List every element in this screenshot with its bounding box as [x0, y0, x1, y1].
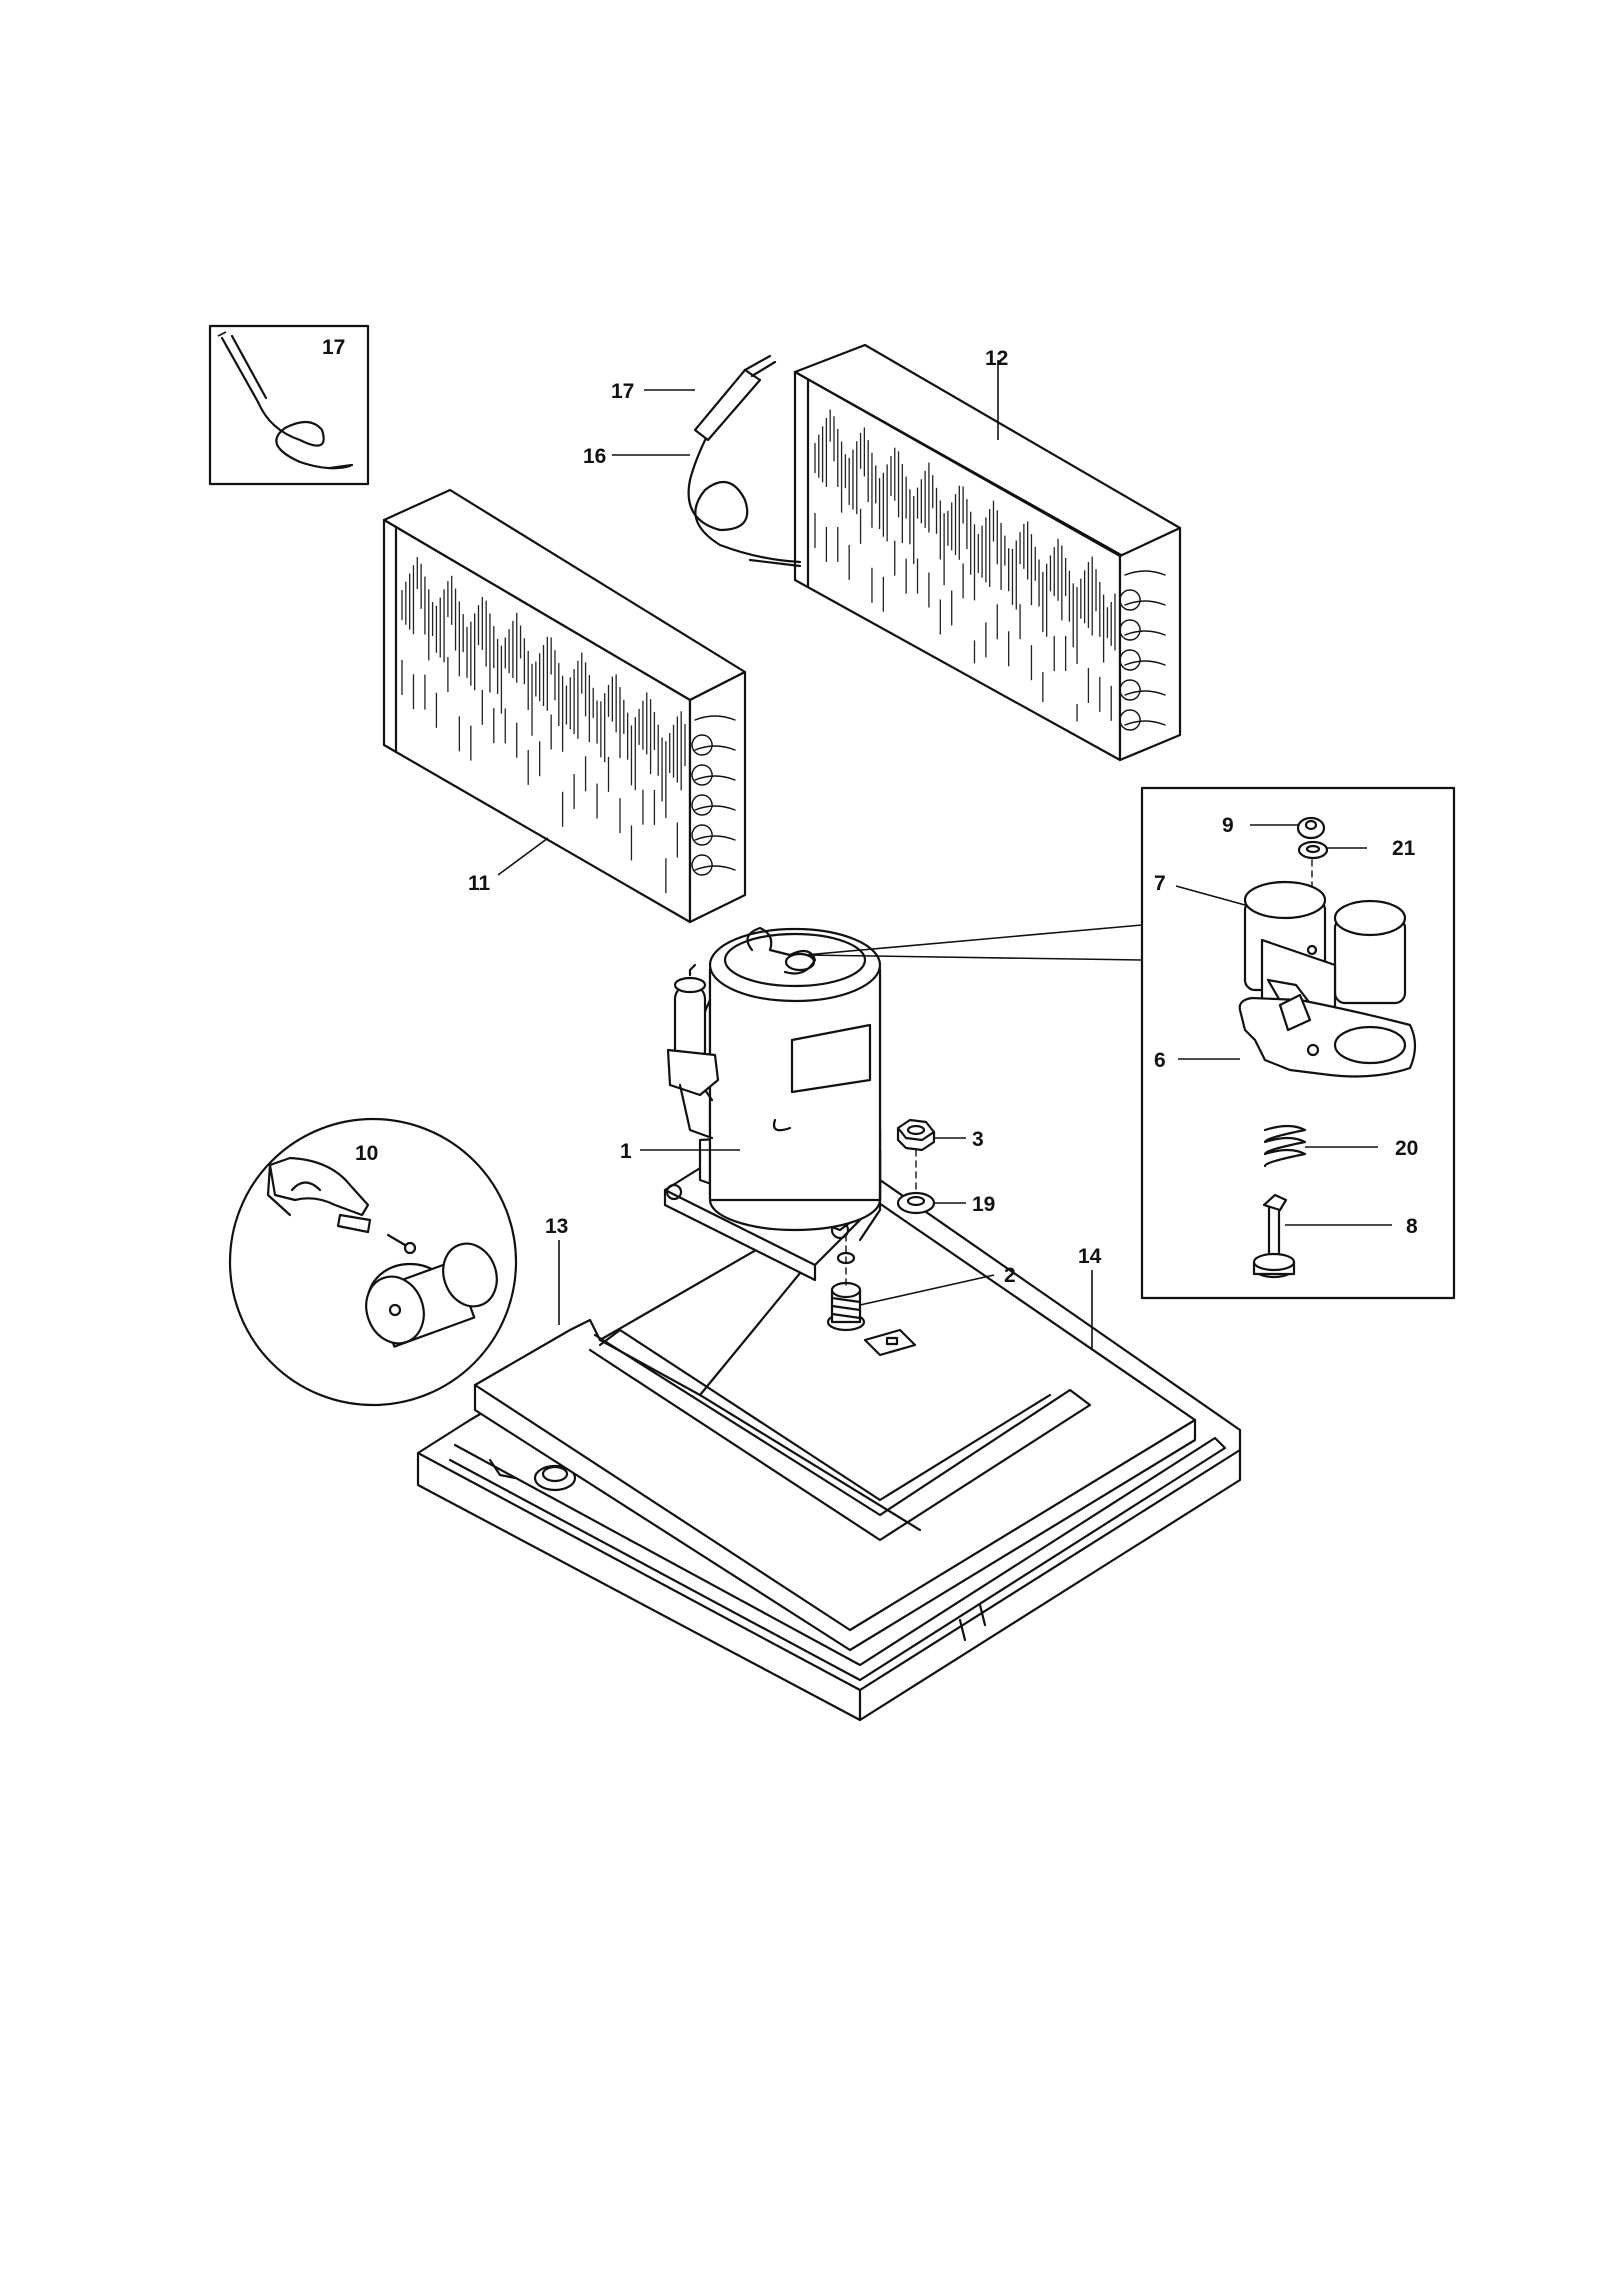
detail-box-overload-assembly — [1140, 786, 1456, 1300]
detail-leader — [804, 924, 1143, 961]
washer-part-19 — [896, 1191, 936, 1215]
bracket-part-13 — [473, 1188, 1197, 1652]
callout-12: 12 — [985, 347, 1008, 370]
callout-1: 1 — [620, 1140, 632, 1163]
callout-9: 9 — [1222, 814, 1234, 837]
cover-plate-part-6 — [1238, 993, 1417, 1078]
callout-10: 10 — [355, 1142, 378, 1165]
mounting-stud-part-2 — [826, 1234, 866, 1332]
plunger-part-8 — [1252, 1193, 1296, 1279]
coil-part-12 — [793, 343, 1182, 762]
coil-11-tube-bends — [691, 715, 736, 876]
callout-6: 6 — [1154, 1049, 1166, 1072]
callout-19: 19 — [972, 1193, 995, 1216]
washer-part-21 — [1297, 840, 1329, 860]
drier-part-17 — [693, 354, 777, 442]
capillary-tube-part-16 — [687, 368, 802, 568]
callout-21: 21 — [1392, 837, 1416, 860]
callout-7: 7 — [1154, 872, 1166, 895]
callout-labels: 17 17 16 12 11 9 21 7 6 20 8 10 1 3 19 2… — [322, 336, 1418, 1287]
callout-20: 20 — [1395, 1137, 1418, 1160]
circle-detail-part-10 — [228, 1117, 518, 1407]
callout-2: 2 — [1004, 1264, 1016, 1287]
leader-lines — [497, 360, 1392, 1350]
callout-16: 16 — [583, 445, 606, 468]
callout-17: 17 — [611, 380, 634, 403]
spring-part-20 — [1263, 1124, 1307, 1168]
coil-12-tube-bends — [1119, 570, 1166, 731]
callout-3: 3 — [972, 1128, 984, 1151]
coil-part-11 — [382, 488, 747, 924]
nut-part-9 — [1296, 816, 1326, 840]
compressor-part-1 — [663, 926, 882, 1282]
callout-8: 8 — [1406, 1215, 1418, 1238]
callout-17-inset: 17 — [322, 336, 345, 359]
nut-part-3 — [896, 1118, 936, 1152]
callout-14: 14 — [1078, 1245, 1102, 1268]
callout-13: 13 — [545, 1215, 568, 1238]
accumulator — [666, 963, 720, 1140]
callout-11: 11 — [468, 872, 491, 895]
capacitor — [365, 1242, 498, 1348]
inset-part-17 — [208, 324, 370, 486]
